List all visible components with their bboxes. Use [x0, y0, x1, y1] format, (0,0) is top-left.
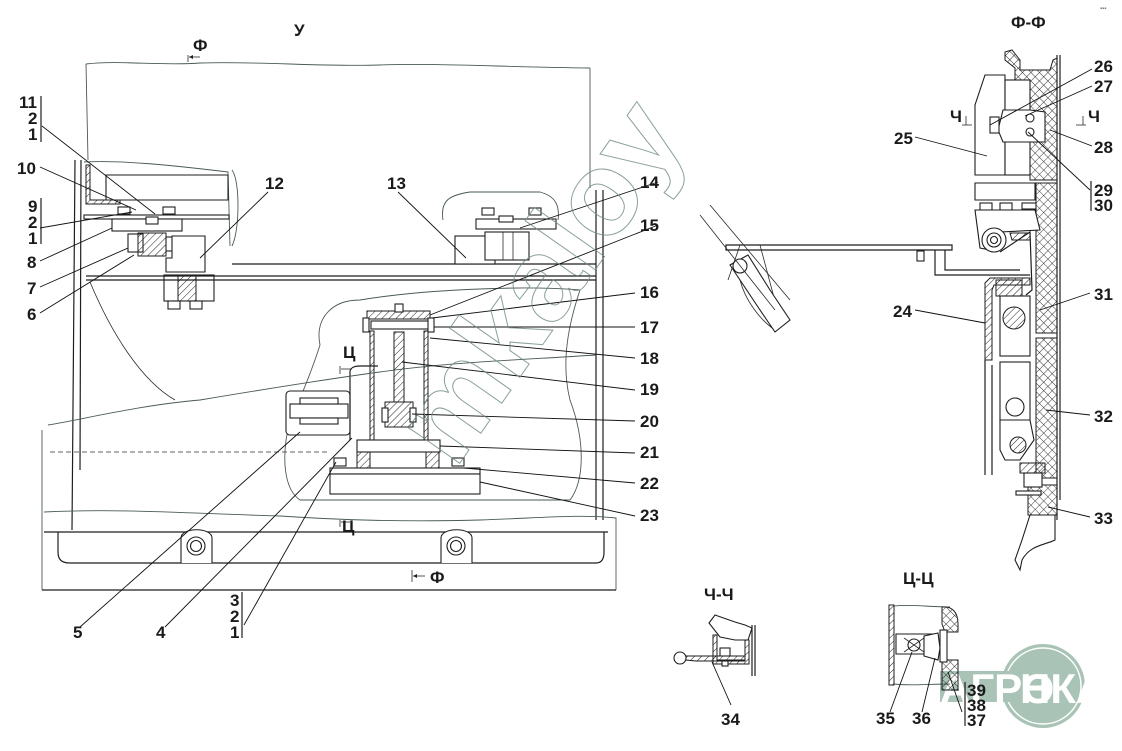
callout-group-9-2-1: 9 2 1	[28, 197, 42, 248]
svg-text:1: 1	[28, 125, 37, 144]
section-marker-ts-upper: Ц	[339, 343, 356, 374]
callout-36: 36	[912, 709, 931, 728]
callout-8: 8	[27, 253, 36, 272]
pedestal-assembly	[329, 303, 481, 495]
callout-34: 34	[721, 710, 740, 729]
svg-text:11: 11	[19, 93, 37, 112]
mounting-lug-right	[440, 529, 473, 563]
svg-text:Ц: Ц	[343, 343, 356, 362]
leader-lines-main	[39, 125, 659, 628]
callout-7: 7	[27, 279, 36, 298]
section-ch-title: Ч-Ч	[704, 585, 734, 604]
callout-21: 21	[640, 443, 659, 462]
section-marker-f-bottom: Ф	[411, 568, 445, 587]
callout-20: 20	[640, 412, 659, 431]
leader-lines-section-f	[914, 68, 1093, 518]
callout-23: 23	[640, 506, 659, 525]
section-f-view: Ф-Ф Ч Ч	[699, 13, 1113, 572]
svg-text:1: 1	[28, 229, 37, 248]
svg-text:2: 2	[28, 109, 37, 128]
lower-panel-edge	[41, 354, 597, 590]
callout-4: 4	[156, 623, 166, 642]
callout-35: 35	[876, 709, 895, 728]
section-ch-view: Ч-Ч 34	[673, 585, 756, 729]
svg-text:2: 2	[230, 607, 239, 626]
svg-text:9: 9	[28, 197, 37, 216]
svg-text:1: 1	[230, 623, 239, 642]
leader-34	[711, 661, 732, 706]
callout-27: 27	[1094, 77, 1113, 96]
svg-text:30: 30	[1094, 196, 1113, 215]
section-ts-view: Ц-Ц 35 36 39 38 37	[876, 569, 986, 730]
section-marker-ch-right: Ч	[1076, 107, 1100, 126]
main-view-title: У	[294, 21, 305, 40]
section-mark-f-top: Ф	[193, 36, 208, 55]
section-marker-ch-left: Ч	[950, 107, 972, 126]
svg-text:Ч: Ч	[950, 107, 962, 126]
bottom-rail	[42, 529, 616, 591]
watermark-logo-right: НКА	[1020, 665, 1106, 712]
section-marker-f-top: Ф	[187, 36, 208, 62]
side-roller-5	[285, 390, 351, 436]
svg-text:2: 2	[28, 213, 37, 232]
svg-text:39: 39	[967, 681, 986, 700]
svg-text:29: 29	[1094, 181, 1113, 200]
svg-text:Ц: Ц	[342, 517, 355, 536]
callout-17: 17	[640, 318, 659, 337]
callout-10: 10	[17, 159, 36, 178]
hinge-assembly	[974, 182, 1041, 296]
callout-16: 16	[640, 283, 659, 302]
callout-32: 32	[1094, 407, 1113, 426]
cylinder-24	[984, 277, 1046, 496]
upper-panel-outline	[85, 62, 591, 188]
callout-group-11-2-1: 11 2 1	[19, 93, 42, 144]
svg-text:Ф: Ф	[430, 568, 445, 587]
cross-beam	[86, 263, 596, 281]
callout-19: 19	[640, 380, 659, 399]
callout-33: 33	[1094, 509, 1113, 528]
callout-26: 26	[1094, 57, 1113, 76]
callout-25: 25	[894, 129, 913, 148]
section-f-title: Ф-Ф	[1011, 13, 1046, 32]
section-marker-ts-lower: Ц	[339, 517, 355, 536]
callout-group-29-30: 29 30	[1090, 181, 1113, 215]
callout-22: 22	[640, 474, 659, 493]
svg-text:3: 3	[230, 591, 239, 610]
callout-28: 28	[1094, 138, 1113, 157]
callout-18: 18	[640, 349, 659, 368]
callout-6: 6	[27, 305, 36, 324]
callout-12: 12	[265, 174, 284, 193]
callout-5: 5	[73, 623, 82, 642]
callout-31: 31	[1094, 285, 1113, 304]
svg-text:Ч: Ч	[1088, 107, 1100, 126]
mounting-lug-left	[180, 529, 213, 563]
callout-24: 24	[893, 302, 912, 321]
left-frame	[71, 159, 82, 531]
latch-arm	[699, 204, 1030, 333]
callout-14: 14	[640, 173, 659, 192]
svg-text:38: 38	[967, 696, 986, 715]
right-hinge-bracket	[454, 207, 557, 265]
callout-group-39-38-37: 39 38 37	[964, 681, 986, 730]
svg-text:37: 37	[967, 711, 986, 730]
corner-mark: ▪▪▪	[1100, 6, 1106, 12]
callout-group-3-2-1: 3 2 1	[230, 591, 243, 642]
main-view: У Ф	[17, 21, 659, 642]
callout-13: 13	[387, 174, 406, 193]
cutaway-outline	[284, 287, 582, 501]
left-hinge-bracket	[83, 164, 230, 310]
section-ts-title: Ц-Ц	[903, 569, 934, 588]
callout-15: 15	[640, 216, 659, 235]
